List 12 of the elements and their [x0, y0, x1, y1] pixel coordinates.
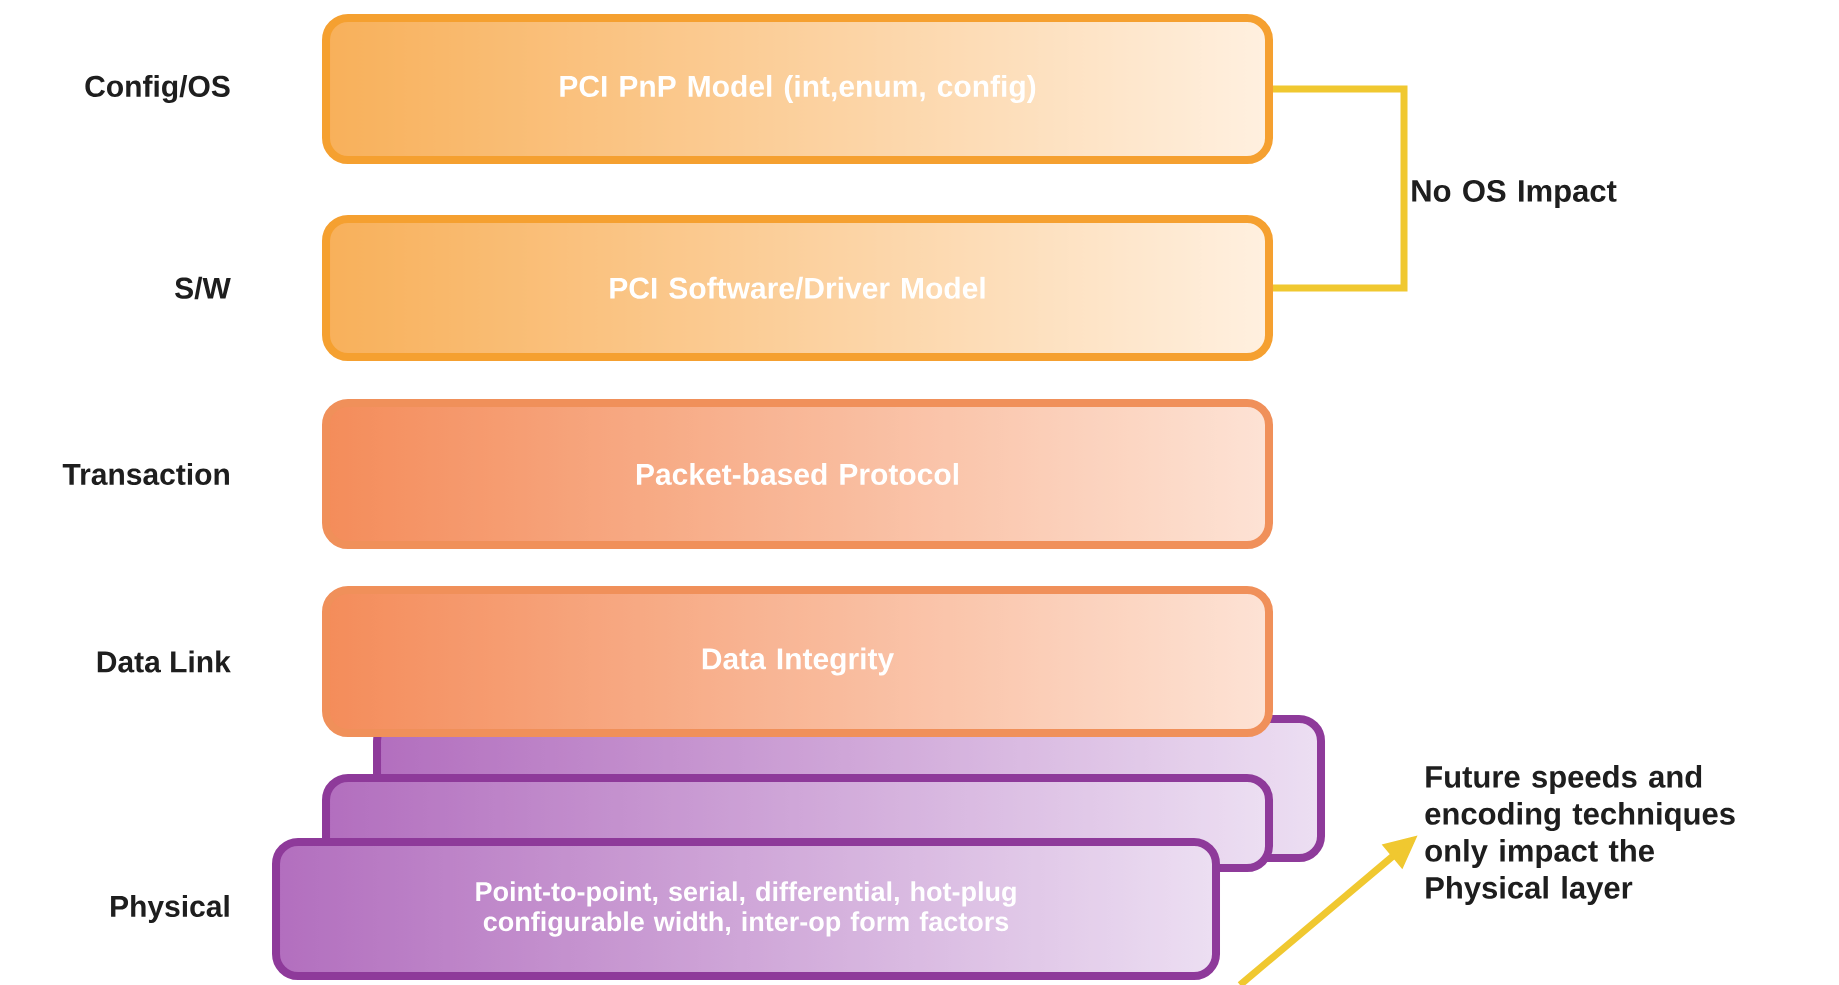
note-text: Future speeds and encoding techniques only impact the Physical layer [1425, 765, 1735, 905]
note-text: No OS Impact [1412, 179, 1617, 209]
layer-label: Data Link [97, 650, 231, 673]
layer-label: Physical [111, 895, 229, 923]
layer-label: S/W [175, 276, 231, 300]
layer-label: Config/OS [85, 74, 230, 104]
layer-box: Point-to-point, serial, differential, hot-plug configurable width, inter-op form factors [272, 838, 1220, 980]
layer-label: Transaction [62, 463, 229, 485]
layer-box: Packet-based Protocol [322, 399, 1273, 549]
layer-box: PCI PnP Model (int,enum, config) [322, 14, 1273, 164]
layer-box: Data Integrity [322, 586, 1273, 737]
layer-box: PCI Software/Driver Model [322, 215, 1273, 361]
